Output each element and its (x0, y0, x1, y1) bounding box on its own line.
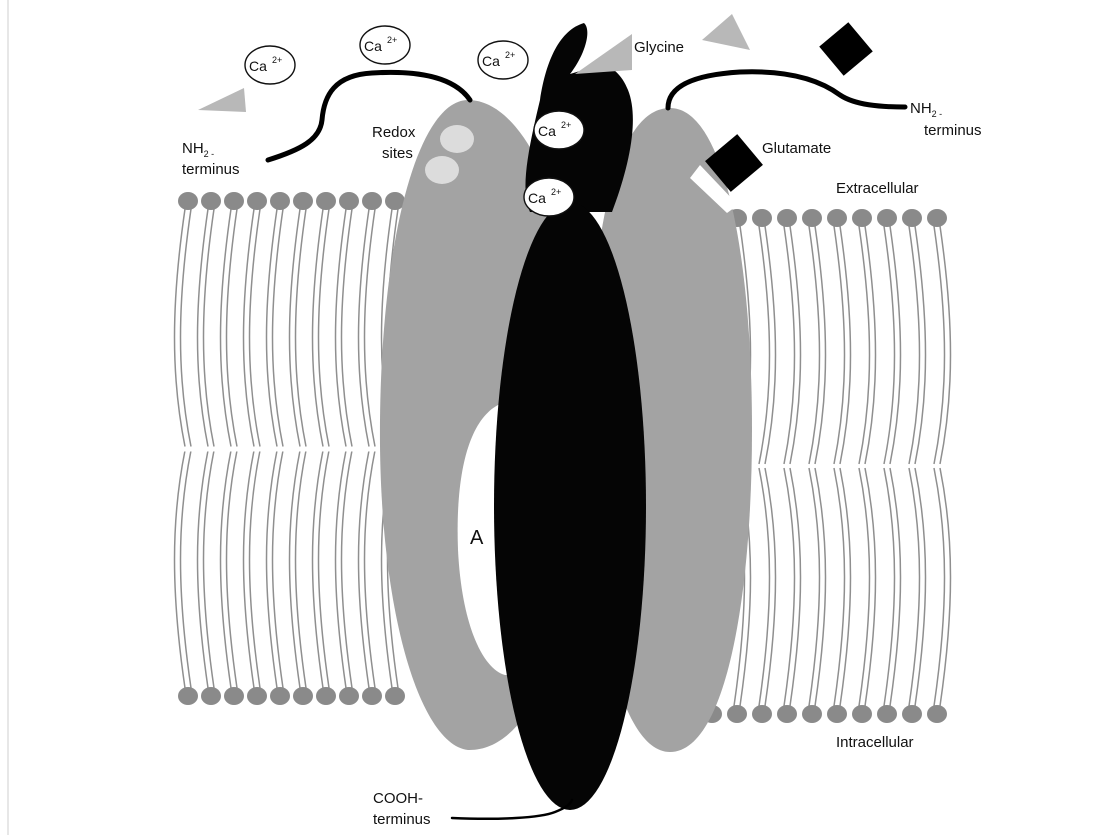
nh2-left-sub: 2 - (204, 149, 215, 159)
svg-text:NH2 -: NH2 - (910, 100, 942, 119)
redox-label-line2: sites (382, 145, 413, 162)
calcium-ion-base: Ca (538, 123, 556, 139)
redox-site-upper (440, 125, 474, 153)
lipid-head-bottom (902, 705, 922, 723)
lipid-head-bottom (927, 705, 947, 723)
nh2-left-terminus-text: terminus (182, 161, 240, 178)
lipid-head-bottom (852, 705, 872, 723)
lipid-head-top (201, 192, 221, 210)
nh2-terminus-left-label: NH2 - terminus (182, 140, 240, 178)
lipid-head-bottom (362, 687, 382, 705)
lipid-head-top (362, 192, 382, 210)
glutamate-square-top (819, 22, 873, 76)
lipid-head-bottom (201, 687, 221, 705)
lipid-head-bottom (827, 705, 847, 723)
calcium-ion-base: Ca (482, 53, 500, 69)
nh2-right-sub: 2 - (932, 109, 943, 119)
lipid-head-bottom (178, 687, 198, 705)
cooh-label-line1: COOH- (373, 790, 423, 807)
calcium-ion-charge: 2+ (387, 35, 397, 45)
lipid-head-bottom (224, 687, 244, 705)
lipid-head-bottom (802, 705, 822, 723)
lipid-head-top (852, 209, 872, 227)
lipid-head-bottom (385, 687, 405, 705)
lipid-head-bottom (247, 687, 267, 705)
lipid-head-top (247, 192, 267, 210)
site-a-label: A (470, 527, 484, 549)
calcium-ion: Ca 2+ (524, 178, 574, 216)
glutamate-label: Glutamate (762, 140, 831, 157)
svg-text:NH2 -: NH2 - (182, 140, 214, 159)
lipid-head-top (827, 209, 847, 227)
lipid-head-top (178, 192, 198, 210)
nh2-left-text: NH (182, 140, 204, 157)
calcium-ion: Ca 2+ (245, 46, 295, 84)
calcium-ion: Ca 2+ (478, 41, 528, 79)
nh2-right-text: NH (910, 100, 932, 117)
glycine-triangle-left (198, 88, 246, 112)
calcium-ion-charge: 2+ (561, 120, 571, 130)
redox-label-line1: Redox (372, 124, 416, 141)
calcium-ion-base: Ca (249, 58, 267, 74)
lipid-head-top (339, 192, 359, 210)
lipid-head-bottom (777, 705, 797, 723)
lipid-head-top (752, 209, 772, 227)
nh2-terminus-right-chain (668, 72, 905, 108)
calcium-ion-base: Ca (364, 38, 382, 54)
glycine-triangle-right (702, 14, 750, 50)
lipid-head-top (777, 209, 797, 227)
calcium-ion-charge: 2+ (505, 50, 515, 60)
lipid-head-top (902, 209, 922, 227)
redox-site-lower (425, 156, 459, 184)
lipid-head-bottom (293, 687, 313, 705)
lipid-head-bottom (752, 705, 772, 723)
lipid-head-bottom (270, 687, 290, 705)
lipid-head-top (877, 209, 897, 227)
calcium-ion: Ca 2+ (360, 26, 410, 64)
nh2-terminus-right-label: NH2 - terminus (910, 100, 982, 139)
lipid-head-top (224, 192, 244, 210)
calcium-ion-charge: 2+ (551, 187, 561, 197)
calcium-ion-base: Ca (528, 190, 546, 206)
lipid-head-bottom (727, 705, 747, 723)
calcium-ion: Ca 2+ (534, 111, 584, 149)
lipid-head-top (293, 192, 313, 210)
intracellular-label: Intracellular (836, 734, 914, 751)
nh2-right-terminus-text: terminus (924, 122, 982, 139)
glycine-label: Glycine (634, 39, 684, 56)
lipid-head-top (270, 192, 290, 210)
lipid-head-top (316, 192, 336, 210)
lipid-head-top (802, 209, 822, 227)
transmembrane-black-subunit (494, 202, 646, 810)
lipid-head-top (927, 209, 947, 227)
calcium-ion-charge: 2+ (272, 55, 282, 65)
extracellular-label: Extracellular (836, 180, 919, 197)
lipid-head-bottom (316, 687, 336, 705)
lipid-head-bottom (877, 705, 897, 723)
cooh-label-line2: terminus (373, 811, 431, 828)
lipid-head-bottom (339, 687, 359, 705)
